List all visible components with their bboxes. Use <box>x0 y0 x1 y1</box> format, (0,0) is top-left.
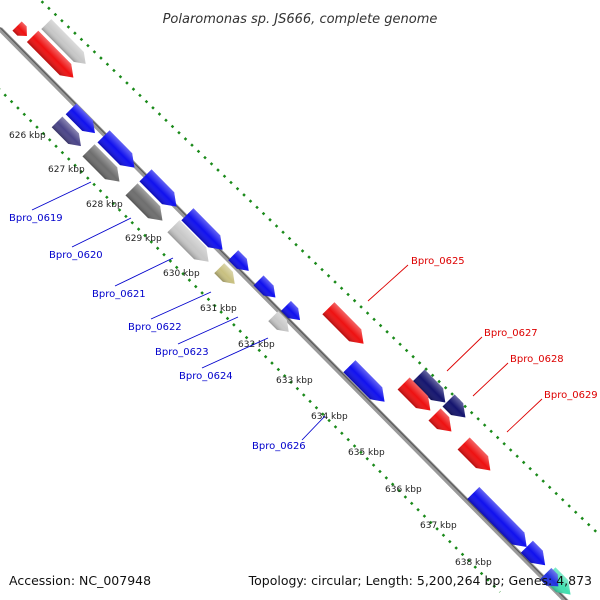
gene-label[interactable]: Bpro_0622 <box>128 322 182 333</box>
gene-leader-line <box>367 264 409 302</box>
gene-arrow[interactable] <box>520 540 551 571</box>
gene-leader-line <box>472 362 509 397</box>
gene-arrow[interactable] <box>343 360 390 407</box>
kbp-label: 636 kbp <box>385 485 422 495</box>
gene-label[interactable]: Bpro_0628 <box>510 354 564 365</box>
accession-text: Accession: NC_007948 <box>9 573 151 588</box>
kbp-label: 634 kbp <box>311 412 348 422</box>
dotted-ring-inner <box>0 88 501 593</box>
gene-label[interactable]: Bpro_0626 <box>252 441 306 452</box>
gene-arrow[interactable] <box>12 21 31 40</box>
gene-label[interactable]: Bpro_0627 <box>484 328 538 339</box>
gene-arrow[interactable] <box>397 377 437 417</box>
gene-leader-line <box>301 415 326 441</box>
gene-arrow[interactable] <box>51 116 87 152</box>
gene-arrow[interactable] <box>467 487 533 553</box>
gene-arrow[interactable] <box>181 208 228 255</box>
gene-leader-line <box>31 181 92 211</box>
gene-label[interactable]: Bpro_0624 <box>179 371 233 382</box>
gene-arrow[interactable] <box>322 302 369 349</box>
gene-arrow[interactable] <box>253 275 281 303</box>
gene-leader-line <box>150 291 212 320</box>
kbp-ticks: 626 kbp 627 kbp 628 kbp 629 kbp 630 kbp 631 k… <box>9 131 492 568</box>
gene-arrow[interactable] <box>228 250 253 275</box>
gene-label[interactable]: Bpro_0629 <box>544 390 598 401</box>
gene-arrow[interactable] <box>214 263 239 288</box>
gene-arrow[interactable] <box>268 311 293 336</box>
gene-leader-line <box>506 398 543 433</box>
gene-arrow[interactable] <box>41 19 90 69</box>
gene-label[interactable]: Bpro_0625 <box>411 256 465 267</box>
gene-leader-line <box>201 337 269 369</box>
kbp-label: 638 kbp <box>455 558 492 568</box>
kbp-label: 630 kbp <box>163 269 200 279</box>
kbp-label: 629 kbp <box>125 234 162 244</box>
gene-arrow[interactable] <box>412 369 452 409</box>
gene-label[interactable]: Bpro_0621 <box>92 289 146 300</box>
kbp-label: 631 kbp <box>200 304 237 314</box>
gene-arrow[interactable] <box>125 183 168 226</box>
gene-label[interactable]: Bpro_0619 <box>9 213 63 224</box>
gene-leader-line <box>114 257 174 287</box>
gene-arrow[interactable] <box>82 144 125 187</box>
kbp-label: 626 kbp <box>9 131 46 141</box>
gene-labels: Bpro_0619Bpro_0620Bpro_0621Bpro_0622Bpro… <box>9 181 598 452</box>
gene-arrow[interactable] <box>167 220 214 267</box>
kbp-label: 637 kbp <box>420 521 457 531</box>
genome-backbone <box>0 27 569 600</box>
kbp-label: 632 kbp <box>238 340 275 350</box>
gene-label[interactable]: Bpro_0623 <box>155 347 209 358</box>
gene-arrow[interactable] <box>97 130 140 173</box>
gene-arrow[interactable] <box>280 300 305 325</box>
gene-features <box>12 19 571 595</box>
gene-leader-line <box>446 336 483 372</box>
gene-leader-line <box>71 217 132 248</box>
kbp-label: 633 kbp <box>276 376 313 386</box>
kbp-label: 628 kbp <box>86 200 123 210</box>
kbp-label: 627 kbp <box>48 165 85 175</box>
map-title: Polaromonas sp. JS666, complete genome <box>163 12 438 27</box>
gene-arrow[interactable] <box>65 103 101 139</box>
gene-arrow[interactable] <box>428 408 458 437</box>
gene-label[interactable]: Bpro_0620 <box>49 250 103 261</box>
gene-arrow[interactable] <box>442 394 472 423</box>
gene-arrow[interactable] <box>457 437 497 477</box>
gene-arrow[interactable] <box>26 30 79 83</box>
dotted-ring-outer <box>38 0 600 538</box>
topology-text: Topology: circular; Length: 5,200,264 bp… <box>248 573 592 588</box>
kbp-label: 635 kbp <box>348 448 385 458</box>
gene-arrow[interactable] <box>539 567 564 592</box>
gene-leader-line <box>177 316 239 345</box>
gene-arrow[interactable] <box>139 169 182 212</box>
